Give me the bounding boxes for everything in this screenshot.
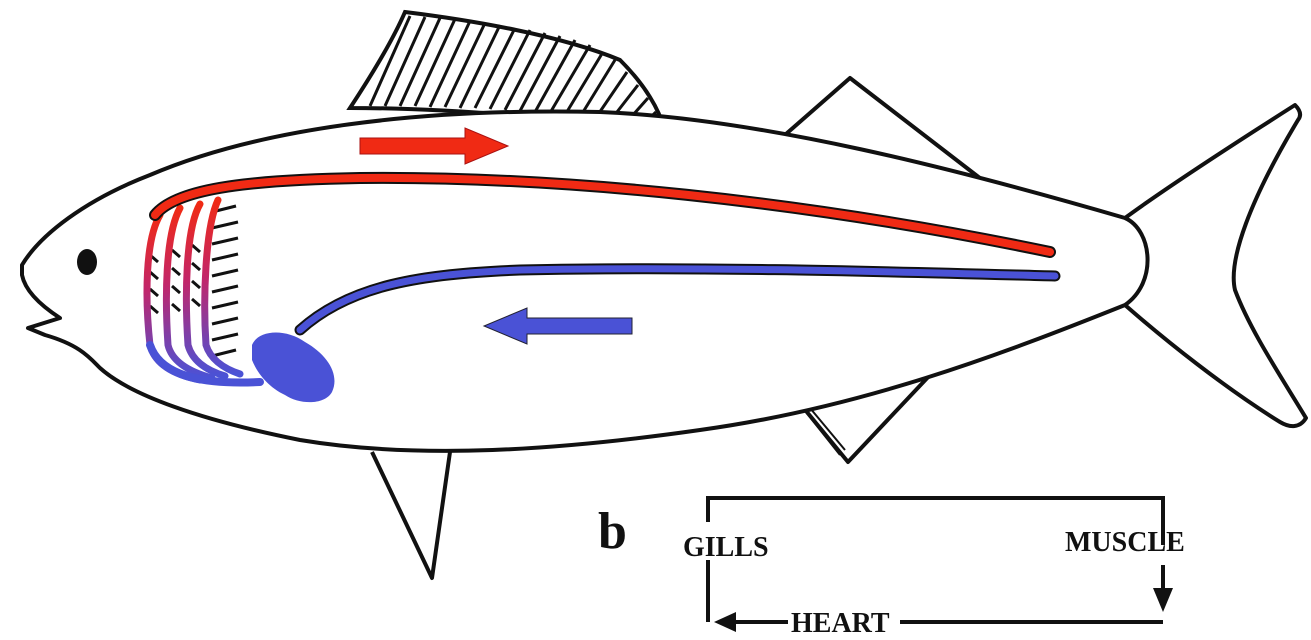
arrow-left-icon <box>714 612 736 632</box>
muscle-label: MUSCLE <box>1065 527 1185 558</box>
caudal-fin <box>1125 105 1306 426</box>
fish-body <box>22 112 1148 451</box>
circulation-schematic: GILLS MUSCLE HEART <box>683 498 1185 639</box>
arrow-down-icon <box>1153 588 1173 612</box>
pelvic-fin <box>372 452 450 578</box>
fish-eye <box>77 249 97 275</box>
heart-label: HEART <box>791 608 890 639</box>
gills-label: GILLS <box>683 532 769 563</box>
panel-label: b <box>598 503 627 560</box>
